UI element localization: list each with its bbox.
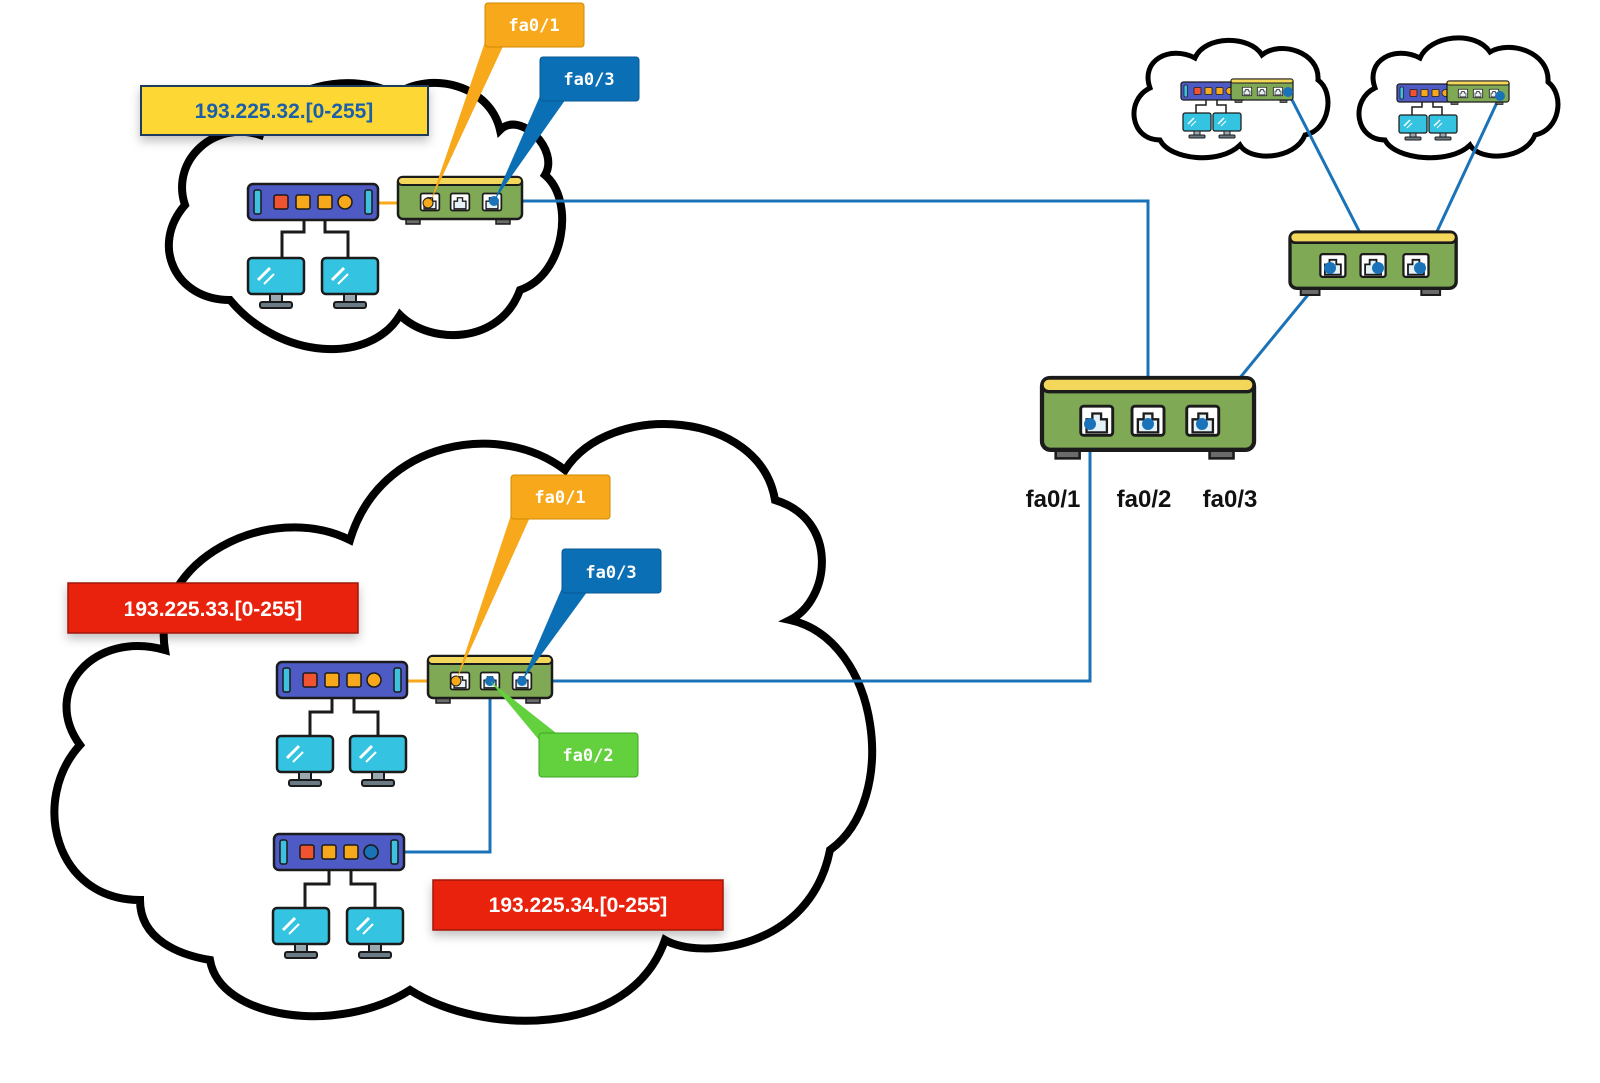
link-bottom-fa02-to-router2 xyxy=(400,681,492,854)
subnet-label-bottom-a: 193.225.33.[0-255] xyxy=(67,582,359,634)
port-dot xyxy=(1142,418,1154,430)
router-bottom-b-wires xyxy=(303,870,377,910)
callout-bottom-fa03: fa0/3 xyxy=(522,548,662,681)
subnet-label-bottom-b-text: 193.225.34.[0-255] xyxy=(489,894,668,917)
router-bottom-a-wires xyxy=(308,698,380,738)
port-dot xyxy=(1283,87,1293,97)
port-dot xyxy=(1372,262,1384,274)
switch-distribution xyxy=(1290,232,1456,295)
router-bottom-a xyxy=(275,660,409,700)
port-dot xyxy=(422,197,434,209)
callout-bottom-fa03-text: fa0/3 xyxy=(585,563,636,583)
subnet-label-bottom-b: 193.225.34.[0-255] xyxy=(432,879,724,931)
port-dot xyxy=(1414,262,1426,274)
port-dot xyxy=(1495,91,1505,101)
callout-top-fa03: fa0/3 xyxy=(494,56,640,201)
core-port-label-fa02: fa0/2 xyxy=(1117,486,1172,513)
subnet-label-top-text: 193.225.32.[0-255] xyxy=(195,100,374,123)
callout-top-fa03-text: fa0/3 xyxy=(563,70,614,90)
port-dot xyxy=(1324,262,1336,274)
callout-bottom-fa01-text: fa0/1 xyxy=(534,488,585,508)
small-cloud-right-devices xyxy=(1396,81,1509,141)
link-top-fa03-to-core-fa02 xyxy=(494,199,1150,424)
callout-bottom-fa01: fa0/1 xyxy=(456,474,611,681)
port-dot xyxy=(363,844,379,860)
callout-top-fa01-text: fa0/1 xyxy=(508,16,559,36)
port-dot xyxy=(1196,418,1208,430)
router-top xyxy=(246,182,380,222)
callout-top-fa01: fa0/1 xyxy=(430,2,585,203)
router-bottom-b xyxy=(272,832,406,872)
port-dot xyxy=(1084,418,1096,430)
core-port-label-fa01: fa0/1 xyxy=(1026,486,1081,513)
link-bottom-fa03-to-core-fa01 xyxy=(522,424,1092,683)
core-port-label-fa03: fa0/3 xyxy=(1203,486,1258,513)
small-cloud-left-devices xyxy=(1180,79,1293,139)
callout-bottom-fa02: fa0/2 xyxy=(490,681,639,778)
subnet-label-bottom-a-text: 193.225.33.[0-255] xyxy=(124,598,303,621)
cloud-bottom xyxy=(50,420,877,1025)
router-top-wires xyxy=(280,220,350,260)
callout-bottom-fa02-text: fa0/2 xyxy=(562,746,613,766)
subnet-label-top: 193.225.32.[0-255] xyxy=(140,85,429,136)
